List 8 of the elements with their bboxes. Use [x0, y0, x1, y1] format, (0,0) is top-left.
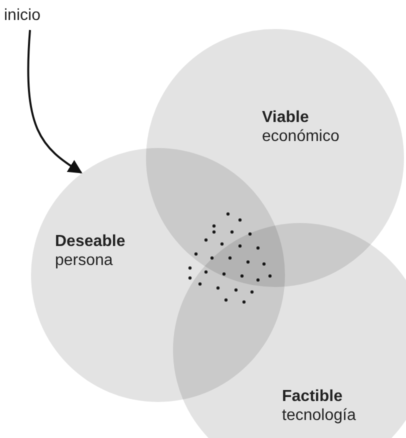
circle-subtitle: económico: [262, 127, 340, 146]
circle-heading: Deseable: [55, 232, 126, 251]
start-label: inicio: [4, 6, 40, 25]
circle-heading: Factible: [282, 387, 342, 406]
circle-subtitle: tecnología: [282, 406, 356, 425]
curved-arrow: [27, 30, 82, 174]
circle-heading: Viable: [262, 108, 309, 127]
circle-subtitle: persona: [55, 251, 113, 270]
